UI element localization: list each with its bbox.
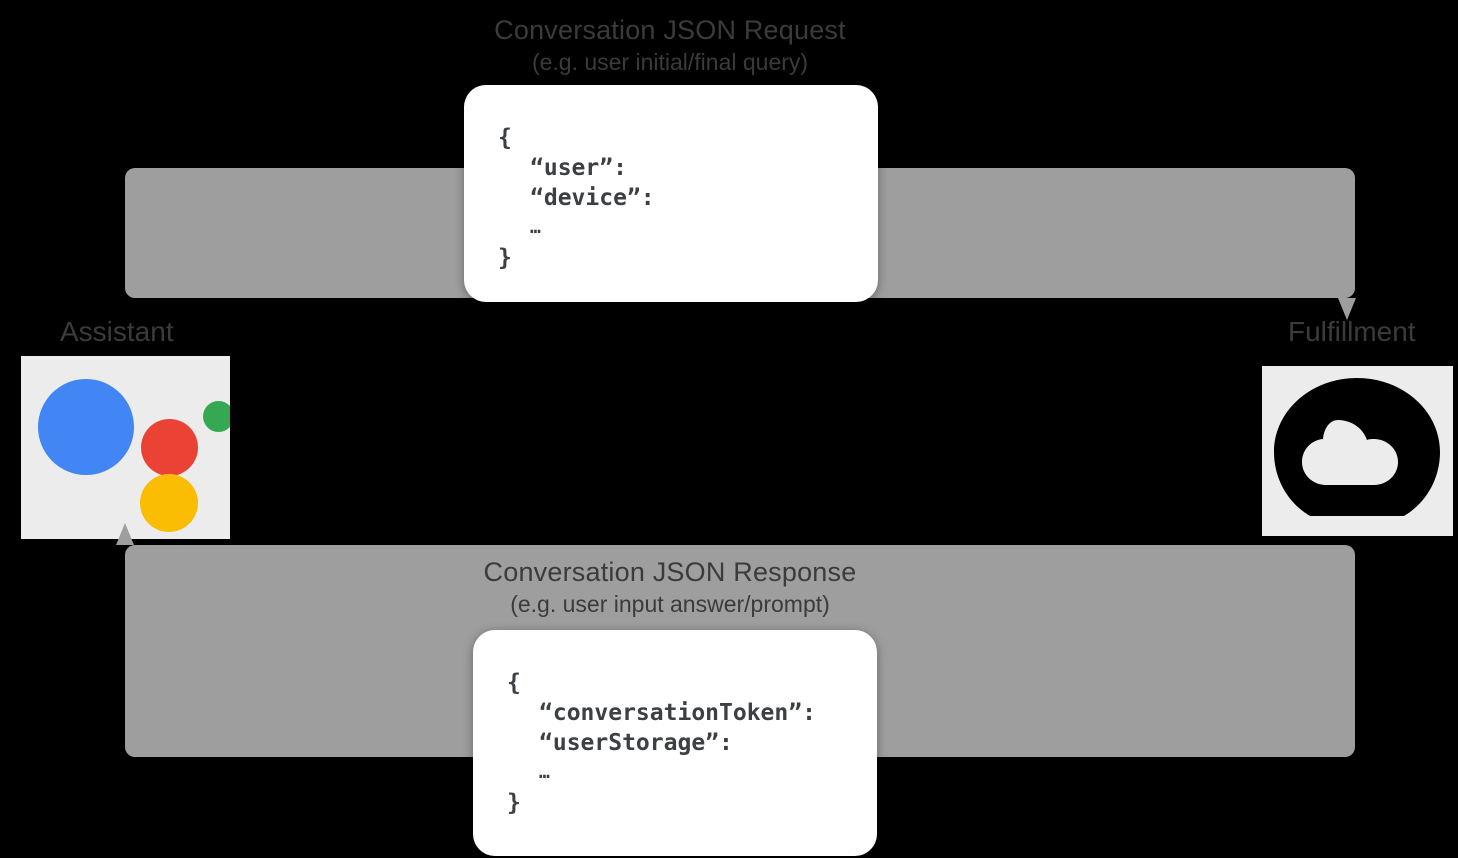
- request-arrow-tail-icon: [1338, 298, 1356, 320]
- request-flow-subtitle: (e.g. user initial/final query): [531, 49, 809, 76]
- request-flow-title: Conversation JSON Request: [494, 15, 846, 45]
- response-json-close-brace: }: [507, 790, 521, 816]
- assistant-yellow-dot-icon: [140, 474, 198, 532]
- assistant-green-dot-icon: [203, 401, 230, 432]
- cloud-function-icon: [1262, 366, 1453, 536]
- request-json-key-device: “device”:: [530, 185, 655, 211]
- assistant-label: Assistant: [60, 316, 174, 347]
- google-assistant-icon: [21, 356, 230, 539]
- response-json-key-conversation-token: “conversationToken”:: [539, 700, 816, 726]
- assistant-blue-dot-icon: [38, 379, 134, 475]
- fulfillment-label: Fulfillment: [1288, 316, 1416, 347]
- response-flow-label: Conversation JSON Response (e.g. user in…: [0, 556, 1340, 619]
- request-json-key-user: “user”:: [530, 155, 627, 181]
- assistant-red-dot-icon: [141, 419, 198, 476]
- cloud-glyph-icon: [1274, 378, 1440, 516]
- response-json-card: { “conversationToken”: “userStorage”: … …: [473, 630, 877, 856]
- response-json-ellipsis: …: [539, 762, 552, 783]
- request-json-card: { “user”: “device”: … }: [464, 85, 878, 302]
- request-json-ellipsis: …: [530, 217, 543, 238]
- response-arrow-tail-icon: [116, 523, 134, 545]
- response-json-key-user-storage: “userStorage”:: [539, 730, 733, 756]
- response-json-open-brace: {: [507, 670, 521, 696]
- response-flow-title: Conversation JSON Response: [483, 557, 857, 587]
- request-json-close-brace: }: [498, 245, 512, 271]
- request-flow-label: Conversation JSON Request (e.g. user ini…: [0, 14, 1340, 77]
- response-flow-subtitle: (e.g. user input answer/prompt): [510, 591, 830, 618]
- request-json-open-brace: {: [498, 125, 512, 151]
